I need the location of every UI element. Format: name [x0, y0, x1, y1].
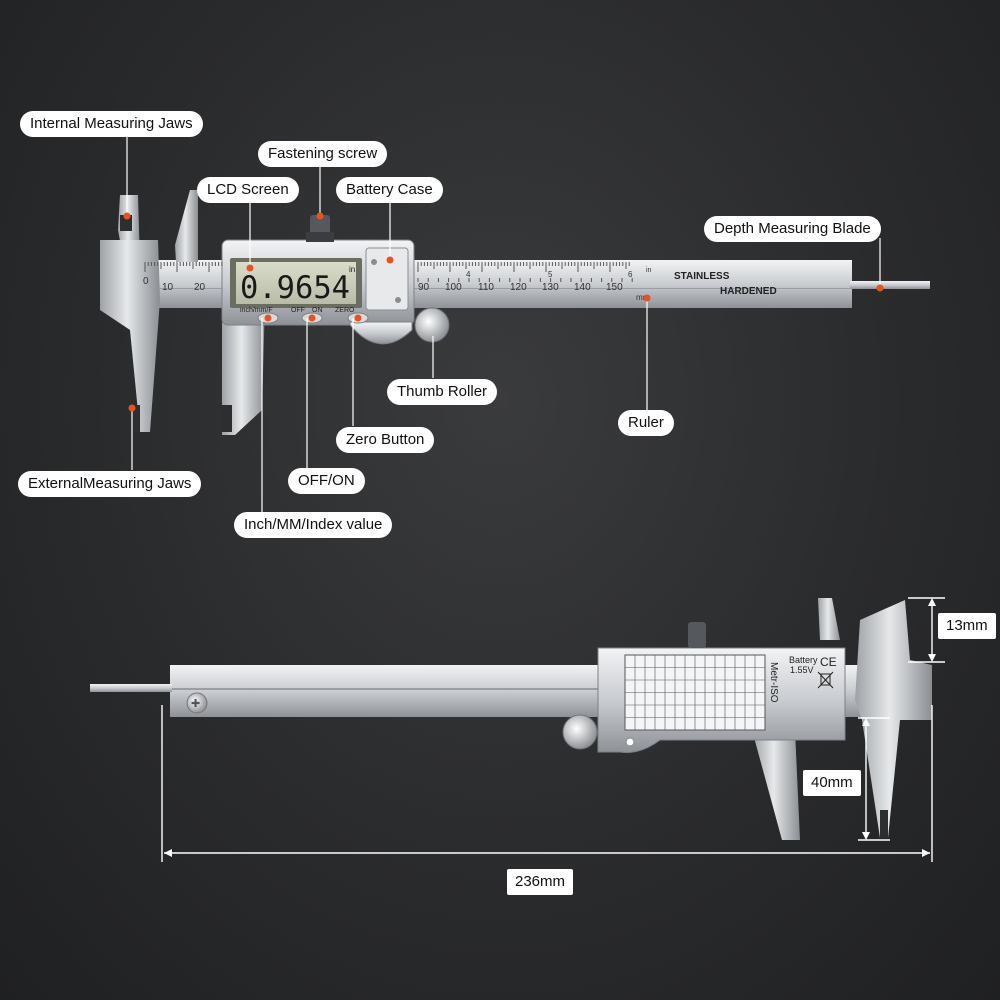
- label-depth-blade: Depth Measuring Blade: [704, 216, 881, 242]
- label-inch-mm: Inch/MM/Index value: [234, 512, 393, 538]
- in-unit-label: in: [646, 267, 652, 274]
- fixed-external-jaw: [100, 240, 160, 432]
- mm-tick-label: 120: [510, 282, 527, 293]
- btn-on-text: ON: [312, 307, 323, 314]
- in-tick-label: 4: [466, 270, 471, 279]
- table-grid: [625, 655, 765, 730]
- label-battery-case: Battery Case: [336, 177, 443, 203]
- label-ruler: Ruler: [618, 410, 674, 436]
- back-sliding-external-jaw: [752, 730, 800, 840]
- svg-text:✚: ✚: [191, 697, 200, 710]
- back-sliding-internal-jaw: [818, 598, 840, 640]
- mm-tick-label: 90: [418, 282, 430, 293]
- ruler-beam: [100, 260, 852, 308]
- label-zero-button: Zero Button: [336, 427, 435, 453]
- btn-mode-text: inch/mm/F: [240, 307, 273, 314]
- sliding-internal-jaw: [175, 190, 198, 262]
- label-external-jaws: ExternalMeasuring Jaws: [18, 471, 202, 497]
- label-thumb-roller: Thumb Roller: [387, 379, 498, 405]
- sliding-external-jaw: [222, 300, 265, 435]
- lcd-reading: 0.9654: [240, 270, 350, 306]
- mm-tick-label: 20: [194, 282, 206, 293]
- label-internal-jaws: Internal Measuring Jaws: [20, 111, 203, 137]
- dim-total-length: 236mm: [507, 869, 574, 895]
- mm-tick-label: 150: [606, 282, 623, 293]
- marker-dots: [123, 212, 884, 412]
- btn-off-text: OFF: [291, 307, 305, 314]
- dim-jaw-depth: 40mm: [803, 770, 861, 796]
- leader-lines: [126, 133, 881, 512]
- ruler-ticks: [144, 262, 633, 282]
- mm-tick-label: 100: [445, 282, 462, 293]
- btn-zero-text: ZERO: [335, 307, 355, 314]
- mm-tick-label: 140: [574, 282, 591, 293]
- label-fastening-screw: Fastening screw: [258, 141, 388, 167]
- thumb-roller: [414, 307, 450, 343]
- mm-tick-label: 10: [162, 282, 174, 293]
- depth-measuring-blade: [850, 281, 930, 289]
- mm-unit-label: mm: [636, 293, 650, 302]
- mm-tick-label: 130: [542, 282, 559, 293]
- lcd-unit: in: [349, 265, 355, 274]
- dim-jaw-height: 13mm: [938, 613, 996, 639]
- ce-mark: CE: [820, 655, 837, 669]
- label-off-on: OFF/ON: [288, 468, 365, 494]
- hardened-text: HARDENED: [720, 286, 777, 297]
- bin-icon: [817, 671, 834, 689]
- in-tick-label: 5: [548, 270, 553, 279]
- dimension-lines: [161, 597, 945, 862]
- in-tick-label: 6: [628, 270, 633, 279]
- back-fastening-screw: [688, 622, 706, 648]
- back-thumb-roller: [562, 714, 598, 750]
- stainless-text: STAINLESS: [674, 271, 730, 282]
- back-depth-blade: [90, 684, 172, 692]
- mm-tick-label: 110: [478, 282, 494, 293]
- mm-tick-label: 0: [143, 276, 149, 287]
- back-screw: [186, 692, 208, 714]
- table-title: Metr-ISO: [768, 662, 779, 703]
- battery-label: Battery: [789, 655, 818, 665]
- back-fixed-jaw: [855, 600, 932, 838]
- battery-voltage: 1.55V: [790, 665, 814, 675]
- label-lcd-screen: LCD Screen: [197, 177, 299, 203]
- battery-case: [365, 247, 409, 311]
